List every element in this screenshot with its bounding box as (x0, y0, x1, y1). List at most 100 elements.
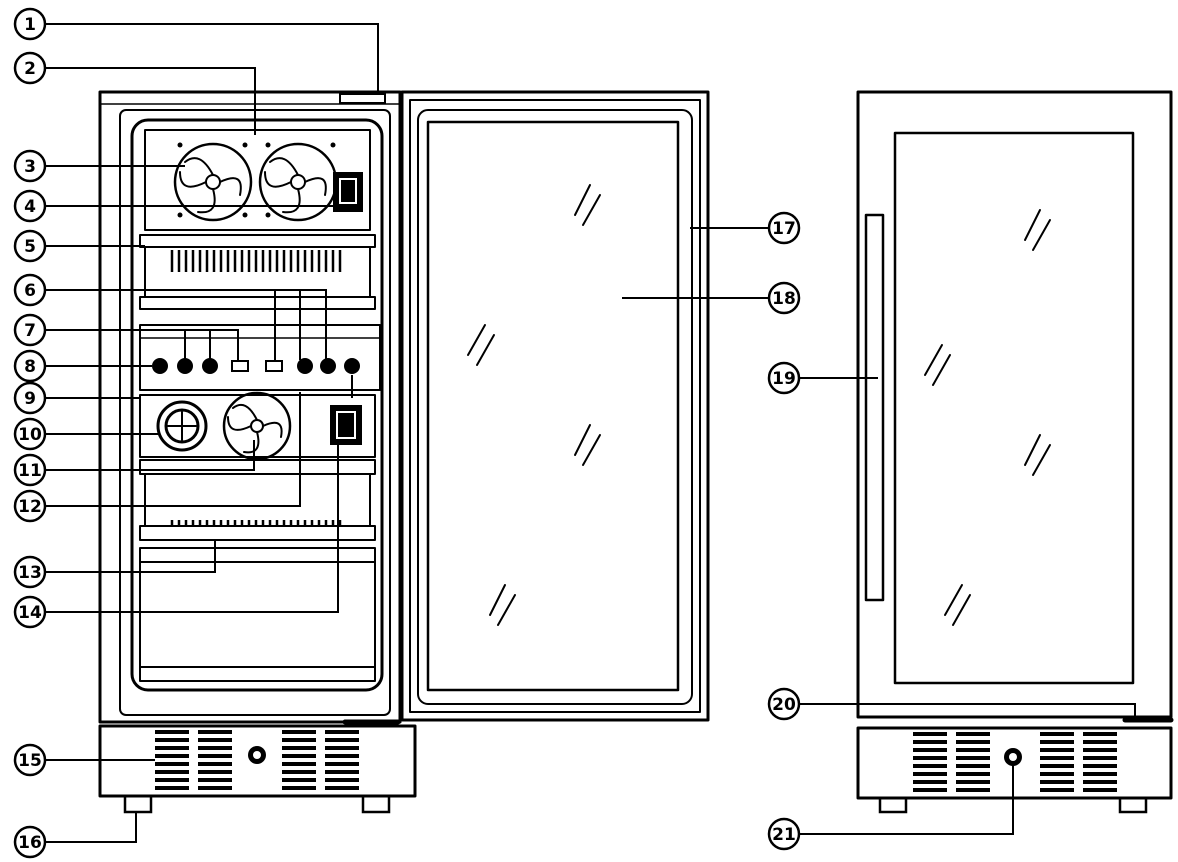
callout-circle (13, 489, 47, 523)
glass-reflection-icon (467, 184, 601, 626)
callout-number: 10 (18, 425, 42, 445)
fan-module-top (144, 129, 371, 231)
callout-5: 5 (13, 229, 47, 263)
callout-number: 13 (18, 563, 42, 583)
callout-number: 12 (18, 497, 42, 517)
leveling-foot (1118, 796, 1148, 814)
callout-circle (13, 595, 47, 629)
callout-circle (767, 281, 801, 315)
vent-grille (155, 730, 359, 790)
door-gasket-frame (130, 118, 384, 692)
callout-circle (13, 51, 47, 85)
callout-circle (13, 149, 47, 183)
callout-number: 16 (18, 833, 42, 853)
callout-2: 2 (13, 51, 47, 85)
callout-number: 19 (772, 369, 796, 389)
callout-21: 21 (767, 817, 801, 851)
callout-circle (13, 555, 47, 589)
callout-number: 7 (24, 321, 36, 341)
callout-circle (767, 817, 801, 851)
shelf (139, 525, 376, 541)
open-door (400, 90, 710, 722)
control-panel (139, 324, 381, 391)
top-hinge (339, 93, 386, 104)
door-handle (864, 213, 885, 602)
callout-15: 15 (13, 743, 47, 777)
leader-lines (46, 23, 1136, 843)
callout-number: 21 (772, 825, 796, 845)
callout-number: 8 (24, 357, 36, 377)
callout-circle (767, 361, 801, 395)
closed-base-kickplate (856, 726, 1173, 800)
callout-19: 19 (767, 361, 801, 395)
callout-4: 4 (13, 189, 47, 223)
callout-number: 2 (24, 59, 36, 79)
leveling-foot (878, 796, 908, 814)
closed-unit (856, 90, 1174, 814)
callout-circle (13, 313, 47, 347)
fan-icon (258, 142, 338, 222)
callout-13: 13 (13, 555, 47, 589)
callout-number: 15 (18, 751, 42, 771)
callout-number: 4 (24, 197, 36, 217)
callout-1: 1 (13, 7, 47, 41)
callout-circle (13, 825, 47, 859)
fan-icon (222, 391, 292, 461)
callout-circle (13, 349, 47, 383)
callout-18: 18 (767, 281, 801, 315)
callout-circle (13, 189, 47, 223)
door-gasket (417, 109, 693, 705)
callout-circle (13, 229, 47, 263)
callout-number: 11 (18, 461, 42, 481)
callout-17: 17 (767, 211, 801, 245)
callout-number: 14 (18, 603, 42, 623)
callout-11: 11 (13, 453, 47, 487)
callout-number: 6 (24, 281, 36, 301)
callout-7: 7 (13, 313, 47, 347)
shelf (139, 234, 376, 248)
callout-number: 3 (24, 157, 36, 177)
shelf (139, 459, 376, 475)
callout-14: 14 (13, 595, 47, 629)
callout-circle (13, 381, 47, 415)
open-unit (98, 90, 710, 814)
callout-number: 20 (772, 695, 796, 715)
cabinet-body (98, 90, 402, 724)
door-glass (426, 120, 680, 692)
callout-number: 9 (24, 389, 36, 409)
callout-3: 3 (13, 149, 47, 183)
shelf (139, 547, 376, 563)
control-buttons (152, 358, 360, 374)
callout-number: 1 (24, 15, 36, 35)
callout-circle (13, 417, 47, 451)
callout-12: 12 (13, 489, 47, 523)
fan-icon (173, 142, 253, 222)
callout-8: 8 (13, 349, 47, 383)
closed-cabinet (856, 90, 1173, 719)
closed-door-glass (893, 131, 1135, 685)
callout-circle (13, 453, 47, 487)
bottom-drawer (139, 561, 376, 668)
shelf-slats (170, 250, 342, 272)
vent-grille (913, 732, 1117, 792)
shelf (139, 296, 376, 310)
callout-circle (13, 273, 47, 307)
callout-circle (13, 743, 47, 777)
light-icon (156, 400, 208, 452)
leveling-foot (123, 794, 153, 814)
callout-10: 10 (13, 417, 47, 451)
callout-circle (767, 687, 801, 721)
callout-9: 9 (13, 381, 47, 415)
glass-reflection-icon (924, 209, 1051, 626)
callout-number: 18 (772, 289, 796, 309)
callout-number: 17 (772, 219, 796, 239)
fan-module-middle (139, 394, 376, 458)
callout-number: 5 (24, 237, 36, 257)
callout-6: 6 (13, 273, 47, 307)
callout-20: 20 (767, 687, 801, 721)
leveling-foot (361, 794, 391, 814)
callout-circle (767, 211, 801, 245)
callout-circle (13, 7, 47, 41)
